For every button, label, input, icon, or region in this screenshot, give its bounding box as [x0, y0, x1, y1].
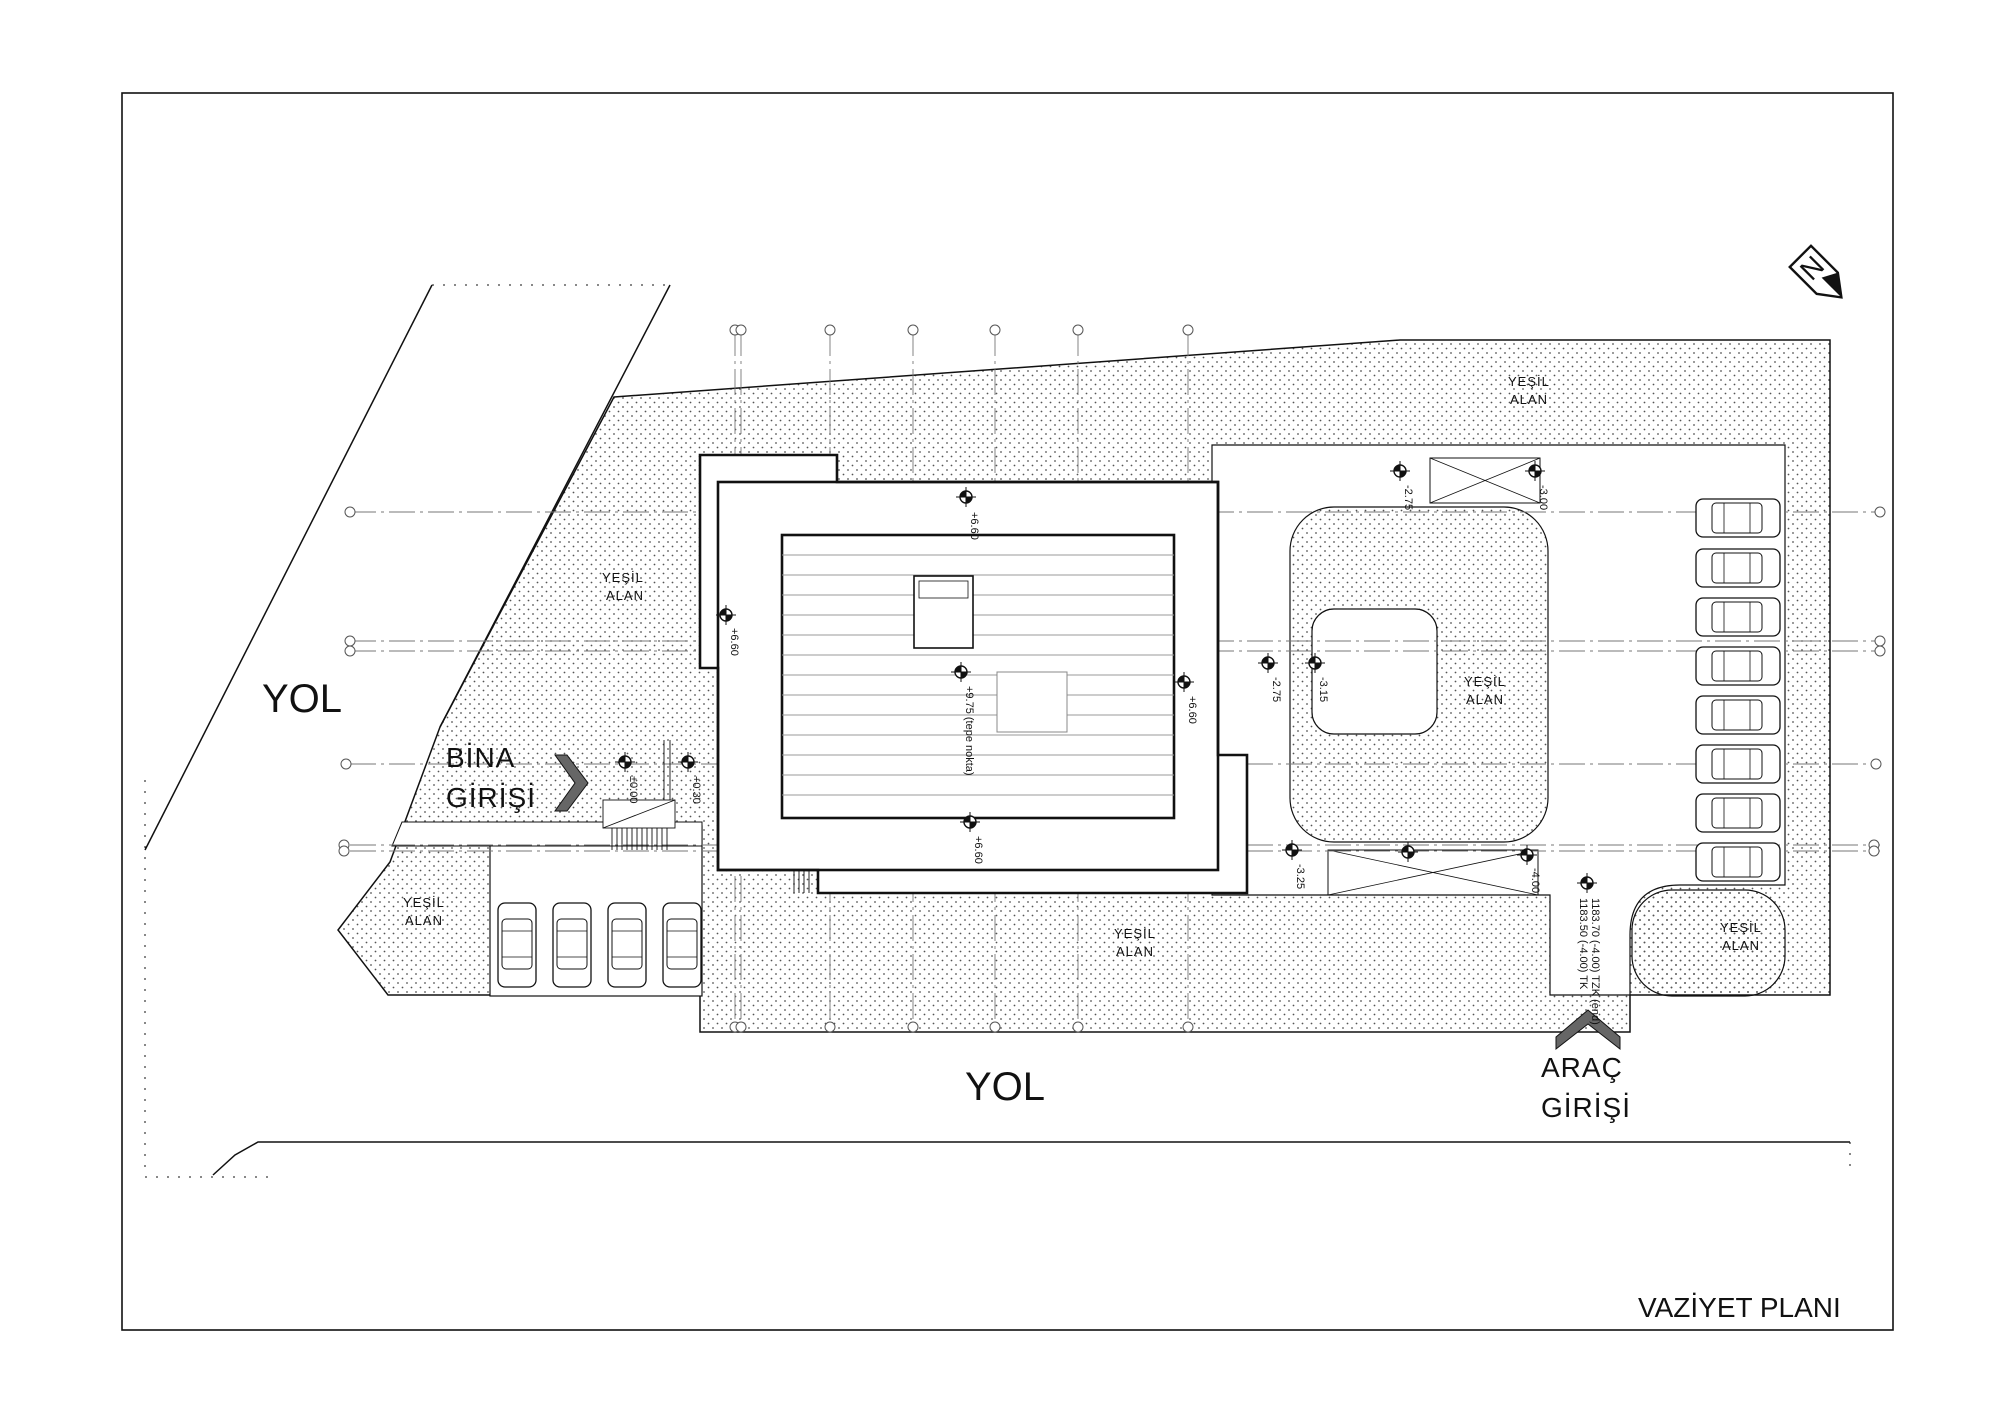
green-area-label: ALAN: [606, 588, 644, 603]
north-arrow-icon: N: [1788, 244, 1843, 299]
elevation-lower-a: -3.25: [1294, 864, 1306, 889]
elevation-entry-zero: ±0.00: [627, 776, 639, 803]
axis-bubbles: [338, 324, 1886, 1033]
car-icon: [1695, 744, 1781, 784]
green-area-label: YEŞİL: [1508, 374, 1550, 389]
vehicle-entrance-label-2: GİRİŞİ: [1541, 1092, 1631, 1123]
green-area-label: ALAN: [1510, 392, 1548, 407]
car-icon: [1695, 842, 1781, 882]
car-icon: [1695, 646, 1781, 686]
car-icon: [497, 902, 537, 988]
car-icon: [1695, 793, 1781, 833]
green-area-label: ALAN: [405, 913, 443, 928]
drawing-title: VAZİYET PLANI: [1638, 1292, 1841, 1323]
elevation-roof-east: +6.60: [1186, 696, 1198, 724]
elevation-road-level-2: 1183.50 (-4.00) TK: [1577, 898, 1589, 990]
elevation-lower-b: -4.00: [1529, 868, 1541, 893]
car-icon: [607, 902, 647, 988]
building-entrance-label-1: BİNA: [446, 742, 515, 773]
green-area-label: YEŞİL: [602, 570, 644, 585]
car-icon: [1695, 597, 1781, 637]
building-entrance-label-2: GİRİŞİ: [446, 782, 536, 813]
vehicle-entrance-label-1: ARAÇ: [1541, 1052, 1623, 1083]
elevation-roof-west: +6.60: [728, 628, 740, 656]
vehicle-entrance-arrow-icon: [1555, 1009, 1621, 1051]
green-area-label: ALAN: [1116, 944, 1154, 959]
entrance-stairs: [602, 740, 810, 893]
car-icon: [552, 902, 592, 988]
green-area-label: YEŞİL: [1114, 926, 1156, 941]
drawing-frame: [121, 92, 1894, 1331]
green-area-label: YEŞİL: [1720, 920, 1762, 935]
building-main-block: [716, 480, 1220, 872]
elevation-ramp-a: -2.75: [1402, 485, 1414, 510]
left-road-label: YOL: [262, 677, 342, 721]
green-area-label: ALAN: [1722, 938, 1760, 953]
bottom-road-label: YOL: [965, 1065, 1045, 1109]
elevation-ramp-b: -3.00: [1537, 485, 1549, 510]
car-icon: [662, 902, 702, 988]
elevation-roof-peak: +9.75 (tepe nokta): [963, 686, 975, 776]
green-area-labels: YEŞİL ALAN YEŞİL ALAN YEŞİL ALAN YEŞİL A…: [403, 374, 1762, 959]
green-area-label: YEŞİL: [403, 895, 445, 910]
elevation-court-a: -2.75: [1270, 677, 1282, 702]
bottom-road: [145, 1141, 1851, 1178]
green-area-label: YEŞİL: [1464, 674, 1506, 689]
green-area-label: ALAN: [1466, 692, 1504, 707]
car-icon: [1695, 695, 1781, 735]
elevation-roof-south: +6.60: [972, 836, 984, 864]
elevation-roof-north: +6.60: [968, 512, 980, 540]
elevation-road-level: 1183.70 (-4.00) TZK (end): [1589, 898, 1601, 1025]
elevation-entry-step: +0.30: [690, 776, 702, 804]
car-icon: [1695, 548, 1781, 588]
elevation-labels: +6.60 +6.60 +9.75 (tepe nokta) +6.60 +6.…: [627, 485, 1601, 1025]
car-icon: [1695, 498, 1781, 538]
elevation-court-b: -3.15: [1317, 677, 1329, 702]
building: [698, 453, 1249, 895]
roof: [780, 533, 1176, 820]
building-entrance-arrow-icon: [554, 754, 589, 812]
